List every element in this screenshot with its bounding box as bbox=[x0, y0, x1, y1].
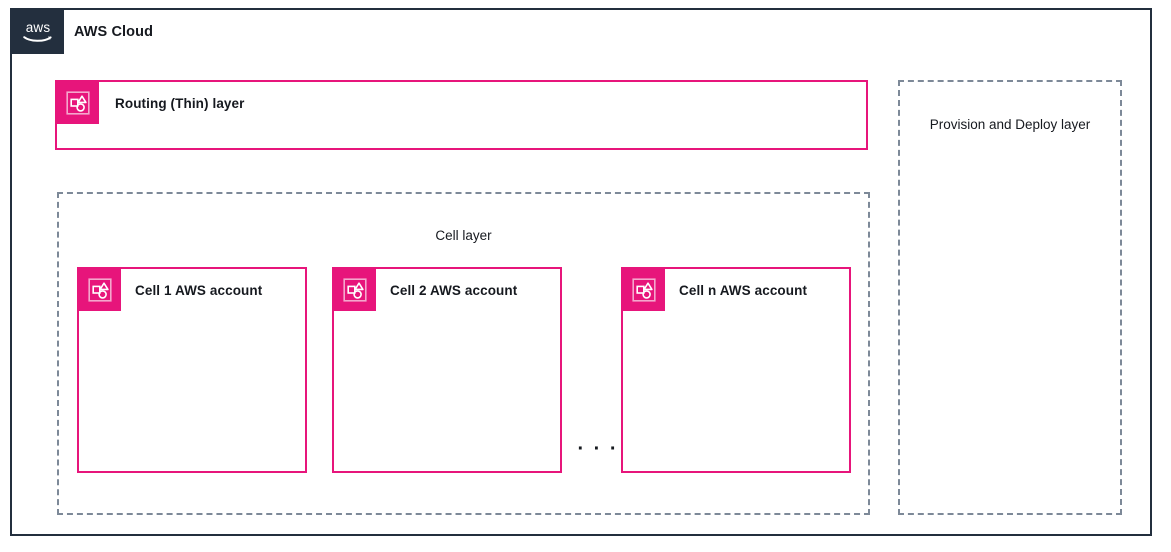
cell-layer-title: Cell layer bbox=[435, 228, 492, 243]
aws-resource-icon bbox=[623, 269, 665, 311]
cell-n-aws-account-label: Cell n AWS account bbox=[679, 282, 808, 298]
routing-thin-layer-label: Routing (Thin) layer bbox=[115, 95, 245, 111]
provision-and-deploy-layer-title: Provision and Deploy layer bbox=[929, 117, 1091, 132]
cell-n-aws-account-box: Cell n AWS account bbox=[621, 267, 851, 473]
aws-resource-icon bbox=[79, 269, 121, 311]
aws-logo-icon: aws bbox=[12, 10, 64, 54]
aws-cloud-title: AWS Cloud bbox=[74, 24, 154, 40]
cell-layer-group: Cell layer Cell 1 AWS account bbox=[57, 192, 870, 515]
aws-cloud-group: aws AWS Cloud Routing (Thin) layer Cell … bbox=[10, 8, 1152, 536]
cell-1-aws-account-box: Cell 1 AWS account bbox=[77, 267, 307, 473]
cell-1-aws-account-label: Cell 1 AWS account bbox=[135, 282, 263, 298]
svg-text:aws: aws bbox=[26, 20, 51, 35]
cells-ellipsis: · · · bbox=[577, 438, 619, 460]
aws-resource-icon bbox=[57, 82, 99, 124]
cell-2-aws-account-label: Cell 2 AWS account bbox=[390, 282, 518, 298]
routing-thin-layer-box: Routing (Thin) layer bbox=[55, 80, 868, 150]
cell-2-aws-account-box: Cell 2 AWS account bbox=[332, 267, 562, 473]
aws-resource-icon bbox=[334, 269, 376, 311]
provision-and-deploy-layer-group: Provision and Deploy layer bbox=[898, 80, 1122, 515]
